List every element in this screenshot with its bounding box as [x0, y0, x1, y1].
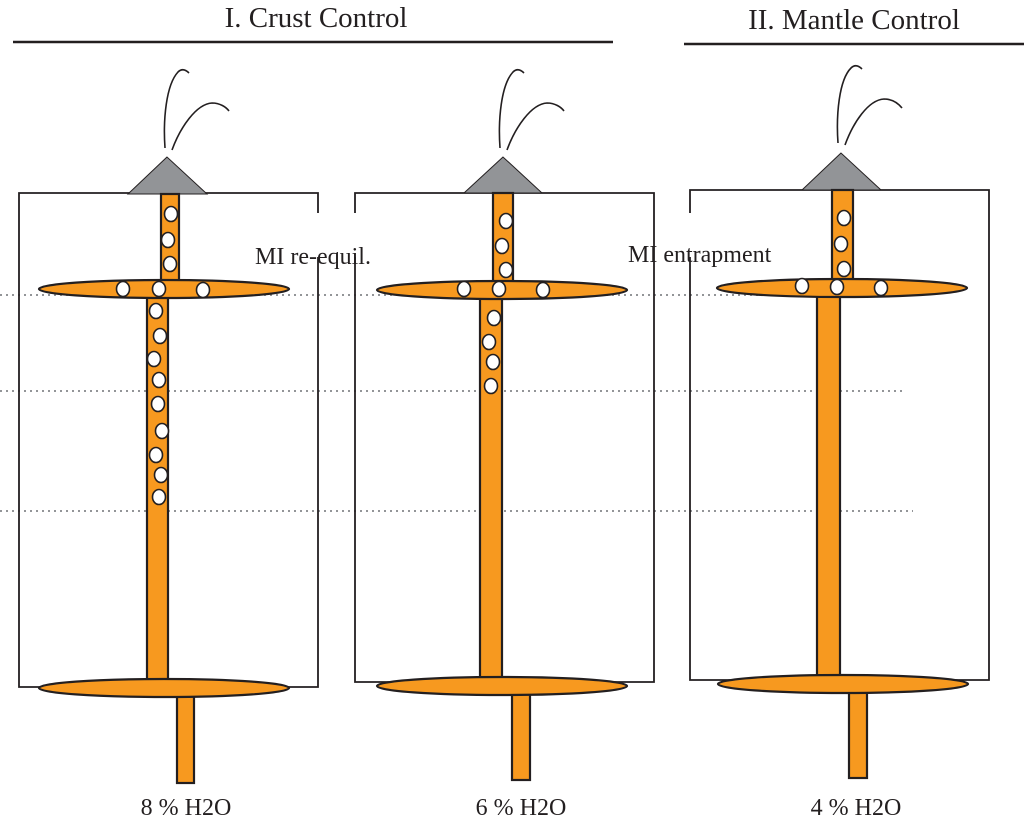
melt-inclusion-icon [153, 466, 169, 484]
sill-conduit-join [162, 283, 178, 291]
water-content-label: 6 % H2O [476, 795, 567, 820]
column-4-percent-h2o: 4 % H2O [689, 64, 990, 820]
lower-magma-reservoir [716, 673, 970, 695]
lower-conduit [815, 289, 842, 681]
feeder-dike [175, 690, 196, 785]
melt-inclusion-icon [829, 278, 845, 296]
melt-inclusion-icon [494, 237, 510, 255]
water-content-label: 8 % H2O [141, 795, 232, 820]
eruption-plume-icon [844, 98, 903, 146]
eruption-plume-icon [506, 102, 565, 151]
melt-inclusion-icon [154, 422, 170, 440]
depth-reference-lines [0, 294, 913, 512]
mantle-box [689, 189, 990, 681]
column-8-percent-h2o: 8 % H2O [18, 68, 319, 820]
melt-inclusion-icon [486, 309, 502, 327]
melt-inclusion-icon [195, 281, 211, 299]
water-content-label: 4 % H2O [811, 795, 902, 820]
feeder-dike [510, 690, 532, 782]
melt-inclusion-icon [115, 280, 131, 298]
melt-inclusion-icon [162, 255, 178, 273]
header-mantle-control: II. Mantle Control [748, 4, 960, 36]
melt-inclusion-icon [148, 446, 164, 464]
lower-conduit [478, 290, 504, 682]
crust-box [18, 192, 319, 688]
eruption-plume-icon [498, 68, 525, 149]
melt-inclusion-icon [836, 209, 852, 227]
melt-inclusion-icon [535, 281, 551, 299]
melt-inclusion-icon [498, 261, 514, 279]
feeder-dike [847, 688, 869, 780]
melt-inclusion-icon [150, 395, 166, 413]
melt-inclusion-icon [148, 302, 164, 320]
eruption-plume-icon [171, 102, 230, 151]
melt-inclusion-icon [873, 279, 889, 297]
annotation-mi-reequilibration: MI re-equil. [255, 244, 371, 270]
eruption-plume-icon [836, 64, 863, 144]
column-6-percent-h2o: 6 % H2O [354, 68, 655, 820]
lower-conduit [145, 290, 170, 686]
melt-inclusion-icon [456, 280, 472, 298]
melt-inclusion-icon [152, 327, 168, 345]
melt-inclusion-icon [163, 205, 179, 223]
melt-inclusion-icon [151, 488, 167, 506]
melt-inclusion-icon [481, 333, 497, 351]
annotation-mi-entrapment: MI entrapment [628, 242, 772, 268]
lower-magma-reservoir [375, 675, 629, 697]
volcano-cone-icon [462, 156, 544, 194]
melt-inclusion-icon [833, 235, 849, 253]
volcano-cone-icon [800, 152, 883, 191]
melt-inclusion-icon [836, 260, 852, 278]
melt-inclusion-icon [491, 280, 507, 298]
melt-inclusion-icon [794, 277, 810, 295]
melt-inclusion-icon [483, 377, 499, 395]
crust-box [354, 192, 655, 683]
melt-inclusion-icon [146, 350, 162, 368]
melt-inclusion-icon [151, 280, 167, 298]
melt-inclusion-icon [485, 353, 501, 371]
eruption-plume-icon [163, 68, 190, 149]
melt-inclusion-icon [160, 231, 176, 249]
lower-magma-reservoir [37, 677, 291, 699]
melt-inclusion-icon [498, 212, 514, 230]
melt-inclusion-icon [151, 371, 167, 389]
header-crust-control: I. Crust Control [225, 2, 408, 34]
volcano-cone-icon [126, 156, 209, 195]
